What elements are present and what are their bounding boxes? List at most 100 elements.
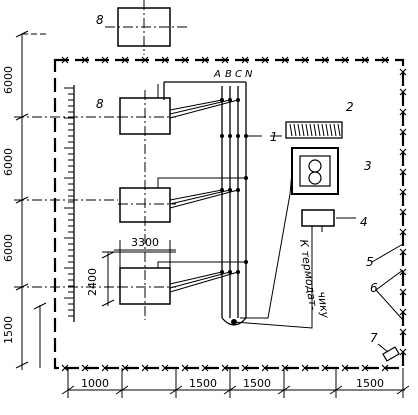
- phase-c: C: [235, 69, 242, 80]
- fence-cross: [341, 364, 349, 372]
- callout-8-top: 8: [96, 13, 104, 27]
- left-dimension-line: [14, 30, 118, 370]
- callout-7: 7: [370, 331, 378, 345]
- heater-hatch-line: [329, 123, 333, 137]
- heater-hatch-line: [337, 123, 341, 137]
- fence-cross: [201, 56, 209, 64]
- fence-cross: [241, 56, 249, 64]
- fence-cross: [81, 364, 89, 372]
- fence-cross: [221, 56, 229, 64]
- callout-1: 1: [270, 130, 278, 144]
- heater-element: [285, 121, 343, 139]
- control-box: [301, 209, 356, 227]
- dim-2400: 2400: [86, 268, 99, 296]
- fence-cross: [201, 364, 209, 372]
- cable-lines: [233, 135, 323, 329]
- fence-cross: [121, 56, 129, 64]
- dim-1000-bottom: 1000: [81, 377, 109, 390]
- thermostat-note-line2: чику: [315, 291, 332, 320]
- fence-cross: [221, 364, 229, 372]
- fence-leaders: [371, 243, 404, 321]
- fence-cross: [241, 364, 249, 372]
- dim-1500-bottom-b: 1500: [243, 377, 271, 390]
- dim-1500-bottom-c: 1500: [356, 377, 384, 390]
- fence-cross: [181, 364, 189, 372]
- callout-2: 2: [346, 100, 354, 114]
- heater-hatch-line: [309, 123, 313, 137]
- fence-cross: [399, 288, 407, 296]
- phase-n: N: [245, 69, 253, 80]
- fence-cross: [399, 68, 407, 76]
- fence-cross: [141, 364, 149, 372]
- fence-cross: [361, 56, 369, 64]
- callout-5: 5: [366, 255, 374, 269]
- fence-cross: [321, 364, 329, 372]
- fence-cross: [381, 364, 389, 372]
- fence-cross: [61, 364, 69, 372]
- heater-hatch-line: [313, 123, 317, 137]
- callout-6: 6: [370, 281, 378, 295]
- fence-cross: [121, 364, 129, 372]
- ground-electrode: [377, 343, 400, 362]
- heater-hatch-line: [289, 123, 293, 137]
- transformer-outside: [105, 0, 190, 55]
- fence-cross: [399, 88, 407, 96]
- fence-cross: [341, 56, 349, 64]
- left-scale: [64, 85, 75, 322]
- callout-4: 4: [360, 215, 368, 229]
- heater-hatch-line: [293, 123, 297, 137]
- fence-cross: [399, 128, 407, 136]
- fence-cross: [399, 108, 407, 116]
- motor-unit: [291, 147, 339, 195]
- fence-cross: [399, 308, 407, 316]
- fence-cross: [161, 56, 169, 64]
- fence-cross: [399, 248, 407, 256]
- dim-1500-bottom-a: 1500: [189, 377, 217, 390]
- fence-cross: [399, 148, 407, 156]
- fence-cross: [301, 56, 309, 64]
- fence-cross: [261, 56, 269, 64]
- bottom-dimension-line: [61, 368, 410, 398]
- dim-6000-low: 6000: [2, 234, 15, 262]
- fence-cross: [399, 168, 407, 176]
- callout-8-inside: 8: [96, 97, 104, 111]
- fence-cross: [361, 364, 369, 372]
- heater-hatch-line: [317, 123, 321, 137]
- inner-dimensions: [101, 240, 176, 307]
- feeder-wires: [157, 84, 262, 293]
- fence-cross: [281, 56, 289, 64]
- fence-cross: [399, 208, 407, 216]
- fence-cross: [161, 364, 169, 372]
- heater-hatch-line: [305, 123, 309, 137]
- fence-cross: [101, 56, 109, 64]
- fence-cross: [181, 56, 189, 64]
- fence-cross: [101, 364, 109, 372]
- callout-3: 3: [364, 159, 372, 173]
- fence-crosses: [61, 56, 407, 372]
- fence-cross: [261, 364, 269, 372]
- dim-6000-top: 6000: [2, 66, 15, 94]
- fence-cross: [61, 56, 69, 64]
- bus-bars: [163, 81, 247, 326]
- site-fence: [53, 56, 407, 372]
- fence-cross: [301, 364, 309, 372]
- fence-cross: [399, 328, 407, 336]
- fence-cross: [399, 228, 407, 236]
- fence-cross: [399, 188, 407, 196]
- fence-cross: [399, 348, 407, 356]
- fence-cross: [81, 56, 89, 64]
- transformers-inside: [118, 90, 176, 320]
- heater-hatch-line: [301, 123, 305, 137]
- heater-hatch-line: [321, 123, 325, 137]
- fence-cross: [281, 364, 289, 372]
- fence-cross: [141, 56, 149, 64]
- heater-hatch-line: [325, 123, 329, 137]
- dim-3300: 3300: [131, 236, 159, 249]
- heater-hatch-line: [333, 123, 337, 137]
- phase-a: A: [213, 69, 221, 80]
- dim-1500-left: 1500: [2, 316, 15, 344]
- fence-cross: [321, 56, 329, 64]
- phase-b: B: [225, 69, 232, 80]
- fence-cross: [381, 56, 389, 64]
